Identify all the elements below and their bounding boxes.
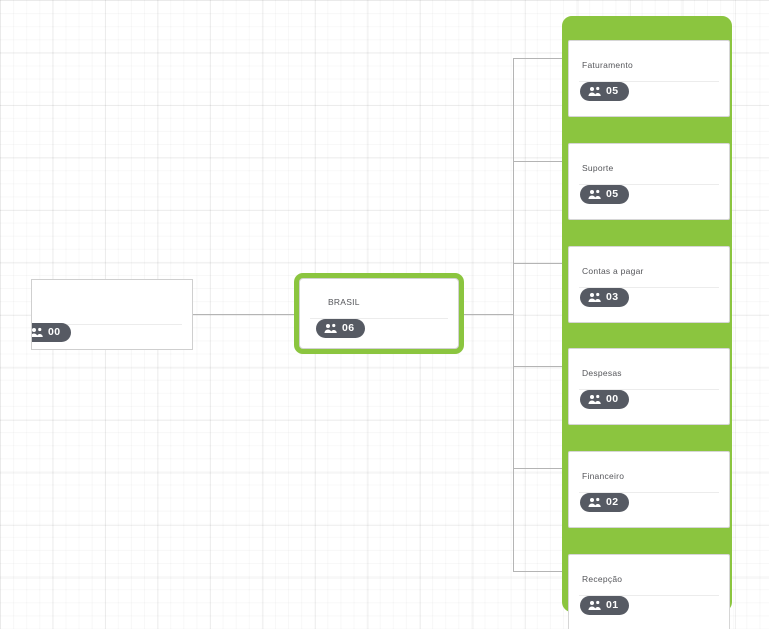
connector-trunk-to-dept-1 <box>513 58 565 59</box>
users-group-icon <box>32 327 43 338</box>
users-group-icon <box>588 292 601 303</box>
org-node-department[interactable]: Recepção 01 <box>568 554 730 629</box>
node-divider <box>579 287 719 288</box>
connector-trunk-to-dept-3 <box>513 263 565 264</box>
org-node-root-member-badge[interactable]: 00 <box>32 323 72 342</box>
member-count: 00 <box>606 393 619 406</box>
connector-trunk <box>513 58 514 572</box>
department-member-badge[interactable]: 00 <box>580 390 630 409</box>
org-node-brasil[interactable]: BRASIL 06 <box>299 278 459 349</box>
org-node-brasil-title: BRASIL <box>328 297 360 307</box>
users-group-icon <box>588 600 601 611</box>
member-count: 02 <box>606 496 619 509</box>
users-group-icon <box>588 394 601 405</box>
department-title: Financeiro <box>582 471 625 481</box>
org-node-department[interactable]: Contas a pagar 03 <box>568 246 730 323</box>
member-count: 05 <box>606 85 619 98</box>
org-node-department[interactable]: Despesas 00 <box>568 348 730 425</box>
department-title: Recepção <box>582 574 623 584</box>
connector-root-to-brasil <box>193 314 294 315</box>
connector-trunk-to-dept-2 <box>513 161 565 162</box>
connector-trunk-to-dept-4 <box>513 366 565 367</box>
member-count: 00 <box>48 326 61 339</box>
node-divider <box>579 184 719 185</box>
member-count: 01 <box>606 599 619 612</box>
users-group-icon <box>588 497 601 508</box>
department-title: Despesas <box>582 368 622 378</box>
node-divider <box>579 81 719 82</box>
users-group-icon <box>588 189 601 200</box>
department-member-badge[interactable]: 03 <box>580 288 630 307</box>
node-divider <box>579 389 719 390</box>
department-member-badge[interactable]: 02 <box>580 493 630 512</box>
department-member-badge[interactable]: 05 <box>580 82 630 101</box>
connector-trunk-to-dept-5 <box>513 468 565 469</box>
node-divider <box>310 318 448 319</box>
department-member-badge[interactable]: 01 <box>580 596 630 615</box>
department-member-badge[interactable]: 05 <box>580 185 630 204</box>
node-divider <box>579 595 719 596</box>
connector-brasil-to-trunk <box>464 314 514 315</box>
node-divider <box>42 324 182 325</box>
department-title: Suporte <box>582 163 614 173</box>
member-count: 06 <box>342 322 355 335</box>
org-node-department[interactable]: Faturamento 05 <box>568 40 730 117</box>
department-title: Faturamento <box>582 60 633 70</box>
member-count: 03 <box>606 291 619 304</box>
org-node-department[interactable]: Financeiro 02 <box>568 451 730 528</box>
org-node-brasil-selection-ring[interactable]: BRASIL 06 <box>294 273 464 354</box>
connector-trunk-to-dept-6 <box>513 571 565 572</box>
member-count: 05 <box>606 188 619 201</box>
department-title: Contas a pagar <box>582 266 644 276</box>
users-group-icon <box>324 323 337 334</box>
org-node-brasil-member-badge[interactable]: 06 <box>316 319 366 338</box>
node-divider <box>579 492 719 493</box>
org-node-root[interactable]: 00 <box>31 279 193 350</box>
users-group-icon <box>588 86 601 97</box>
org-node-department[interactable]: Suporte 05 <box>568 143 730 220</box>
